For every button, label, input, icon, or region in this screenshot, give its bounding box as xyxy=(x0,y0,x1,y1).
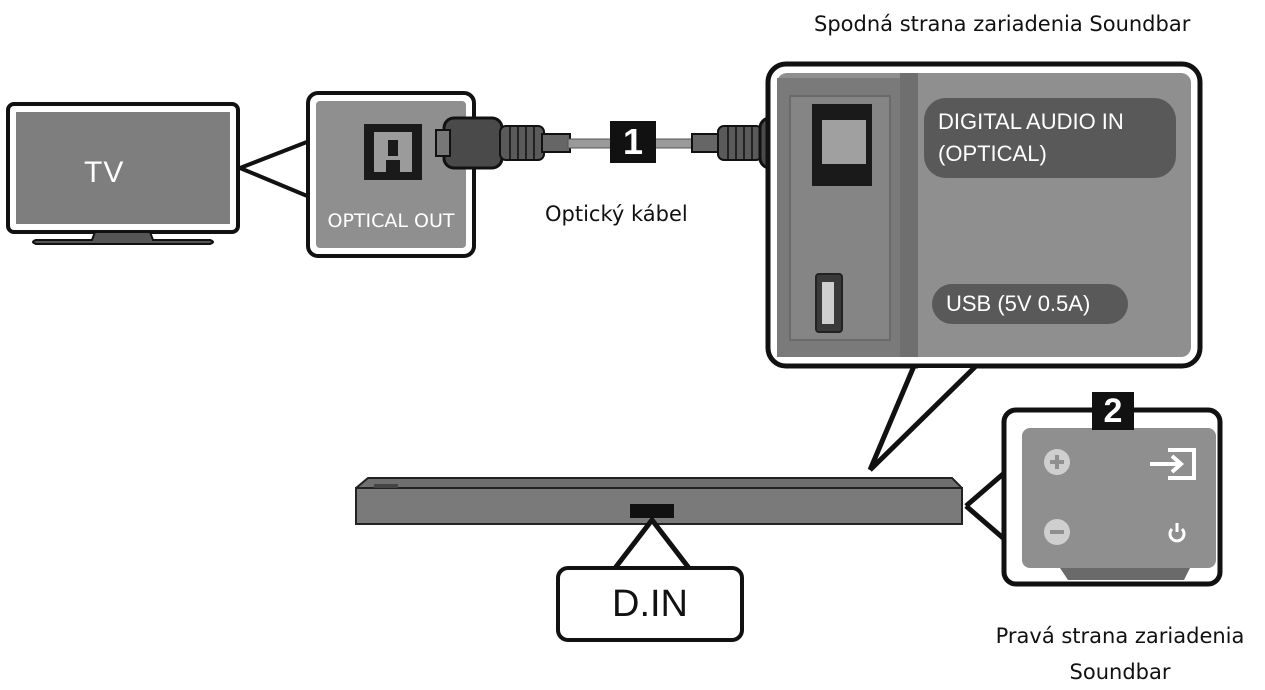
cable-label: Optický kábel xyxy=(545,202,688,226)
optical-out-label: OPTICAL OUT xyxy=(327,210,455,232)
side-panel-box xyxy=(1001,407,1223,587)
step-1-badge: 1 xyxy=(610,121,656,163)
cable-left-plug xyxy=(435,116,571,170)
tv-label: TV xyxy=(84,156,125,189)
side-panel-title-line2: Soundbar xyxy=(1069,660,1171,684)
optical-out-box xyxy=(306,91,476,258)
din-callout xyxy=(556,515,744,642)
digital-audio-in-label: DIGITAL AUDIO IN (OPTICAL) xyxy=(938,106,1124,170)
side-panel-title: Pravá strana zariadenia Soundbar xyxy=(980,618,1260,690)
usb-label: USB (5V 0.5A) xyxy=(946,291,1091,316)
digital-audio-in-line1: DIGITAL AUDIO IN xyxy=(938,109,1124,134)
digital-audio-in-line2: (OPTICAL) xyxy=(938,141,1047,166)
minus-icon xyxy=(1044,519,1070,545)
plus-icon xyxy=(1044,449,1070,475)
soundbar xyxy=(355,477,963,525)
bottom-panel-pointer xyxy=(867,364,978,472)
tv-callout xyxy=(239,138,313,200)
tv-illustration xyxy=(6,102,240,245)
power-icon xyxy=(1168,523,1186,543)
step-2-badge: 2 xyxy=(1092,392,1134,430)
input-icon xyxy=(1150,448,1196,480)
bottom-panel-title: Spodná strana zariadenia Soundbar xyxy=(814,12,1191,36)
din-label: D.IN xyxy=(612,583,688,625)
side-panel-title-line1: Pravá strana zariadenia xyxy=(995,624,1245,648)
bottom-panel-box xyxy=(765,61,1203,369)
